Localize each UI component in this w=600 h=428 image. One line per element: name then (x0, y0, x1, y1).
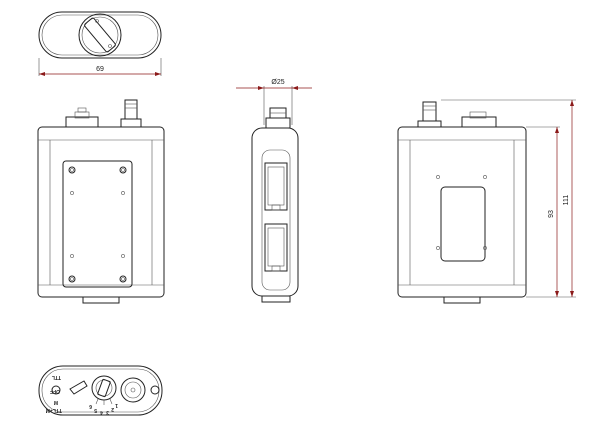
ttl-label: TTL (52, 374, 61, 380)
width-dimension-label: 69 (96, 66, 104, 73)
dial-number: 1 (115, 402, 118, 408)
front-knob-connector (65, 116, 99, 128)
m-label: M (54, 399, 58, 405)
dial-number: 4 (100, 409, 103, 415)
dial-number: 2 (111, 406, 114, 412)
ttl-m-label: TTL+M (46, 407, 62, 413)
rotary-knob-inner (81, 16, 119, 54)
front-view (37, 99, 165, 304)
front-body-outline (37, 126, 165, 298)
back-window (440, 186, 486, 262)
dial-number: 6 (89, 403, 92, 409)
off-label: OFF (50, 388, 60, 394)
back-body-outline (397, 126, 527, 298)
diameter-dimension-label: Ø25 (271, 79, 284, 86)
back-view: 93 111 (397, 99, 576, 304)
front-base-foot (82, 296, 120, 304)
mode-switch-lever (69, 380, 88, 395)
side-view: Ø25 (236, 79, 312, 303)
top-view: 69 (38, 11, 162, 76)
knob-screw-2 (108, 44, 112, 48)
back-antenna-connector (422, 101, 437, 122)
antenna-socket (120, 377, 146, 403)
knob-screw-1 (95, 19, 99, 23)
rotary-knob (78, 13, 122, 57)
dial-number: 5 (94, 407, 97, 413)
control-panel-view: TTL OFF M TTL+M 1 2 3 4 5 6 (38, 365, 163, 416)
height-93-dimension-label: 93 (548, 210, 555, 218)
control-panel-outline (38, 365, 163, 416)
height-111-dimension-label: 111 (563, 195, 570, 206)
top-view-inner-outline (41, 14, 159, 56)
front-antenna-connector (124, 99, 138, 120)
front-mount-plate (62, 160, 133, 288)
top-view-outline (38, 11, 162, 59)
dial-number: 3 (106, 409, 109, 415)
side-slot-frame (261, 149, 291, 291)
back-knob-connector (461, 116, 497, 128)
knob-grip (84, 17, 116, 53)
